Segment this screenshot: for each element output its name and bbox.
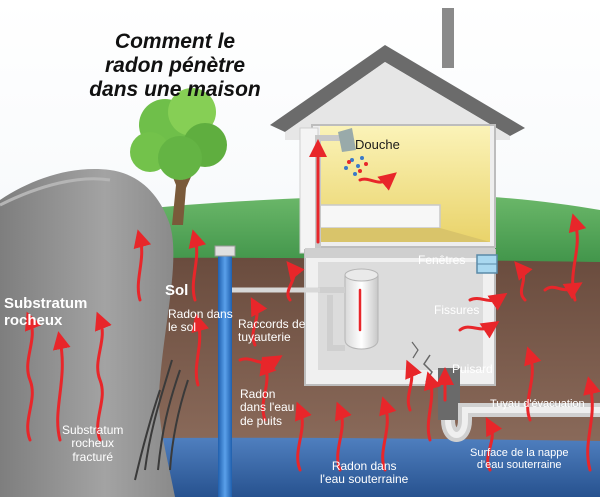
window-icon [476,254,498,274]
chimney-icon [442,8,454,68]
rock-fractures [134,359,189,481]
label-fissures: Fissures [434,303,480,317]
label-puisard: Puisard [452,362,493,376]
label-tuyau-evacuation: Tuyau d'évacuation [490,398,585,410]
label-substratum-fracture: Substratum rocheux fracturé [62,423,124,464]
bedrock [0,169,175,497]
label-radon-dans-le-sol: Radon dans le sol [168,307,233,335]
label-substratum-rocheux: Substratum rocheux [4,295,88,329]
water-heater-icon [318,268,379,351]
label-sol: Sol [165,282,189,299]
rock-highlight [0,177,111,207]
label-radon-eau-puits: Radon dans l'eau de puits [240,387,295,428]
tree-icon [130,88,227,225]
label-surface-nappe: Surface de la nappe d'eau souterraine [470,447,569,472]
radon-arrows [24,139,600,472]
well-pipe [214,245,320,497]
label-douche: Douche [355,137,400,152]
label-radon-eau-souterraine: Radon dans l'eau souterraine [320,459,409,487]
label-raccords-tuyauterie: Raccords de tuyauterie [238,317,306,345]
house-icon [270,45,525,386]
drain-pipe-icon [441,403,600,442]
page-title: Comment le radon pénètre dans une maison [89,30,261,102]
label-fenetres: Fenêtres [418,253,466,267]
